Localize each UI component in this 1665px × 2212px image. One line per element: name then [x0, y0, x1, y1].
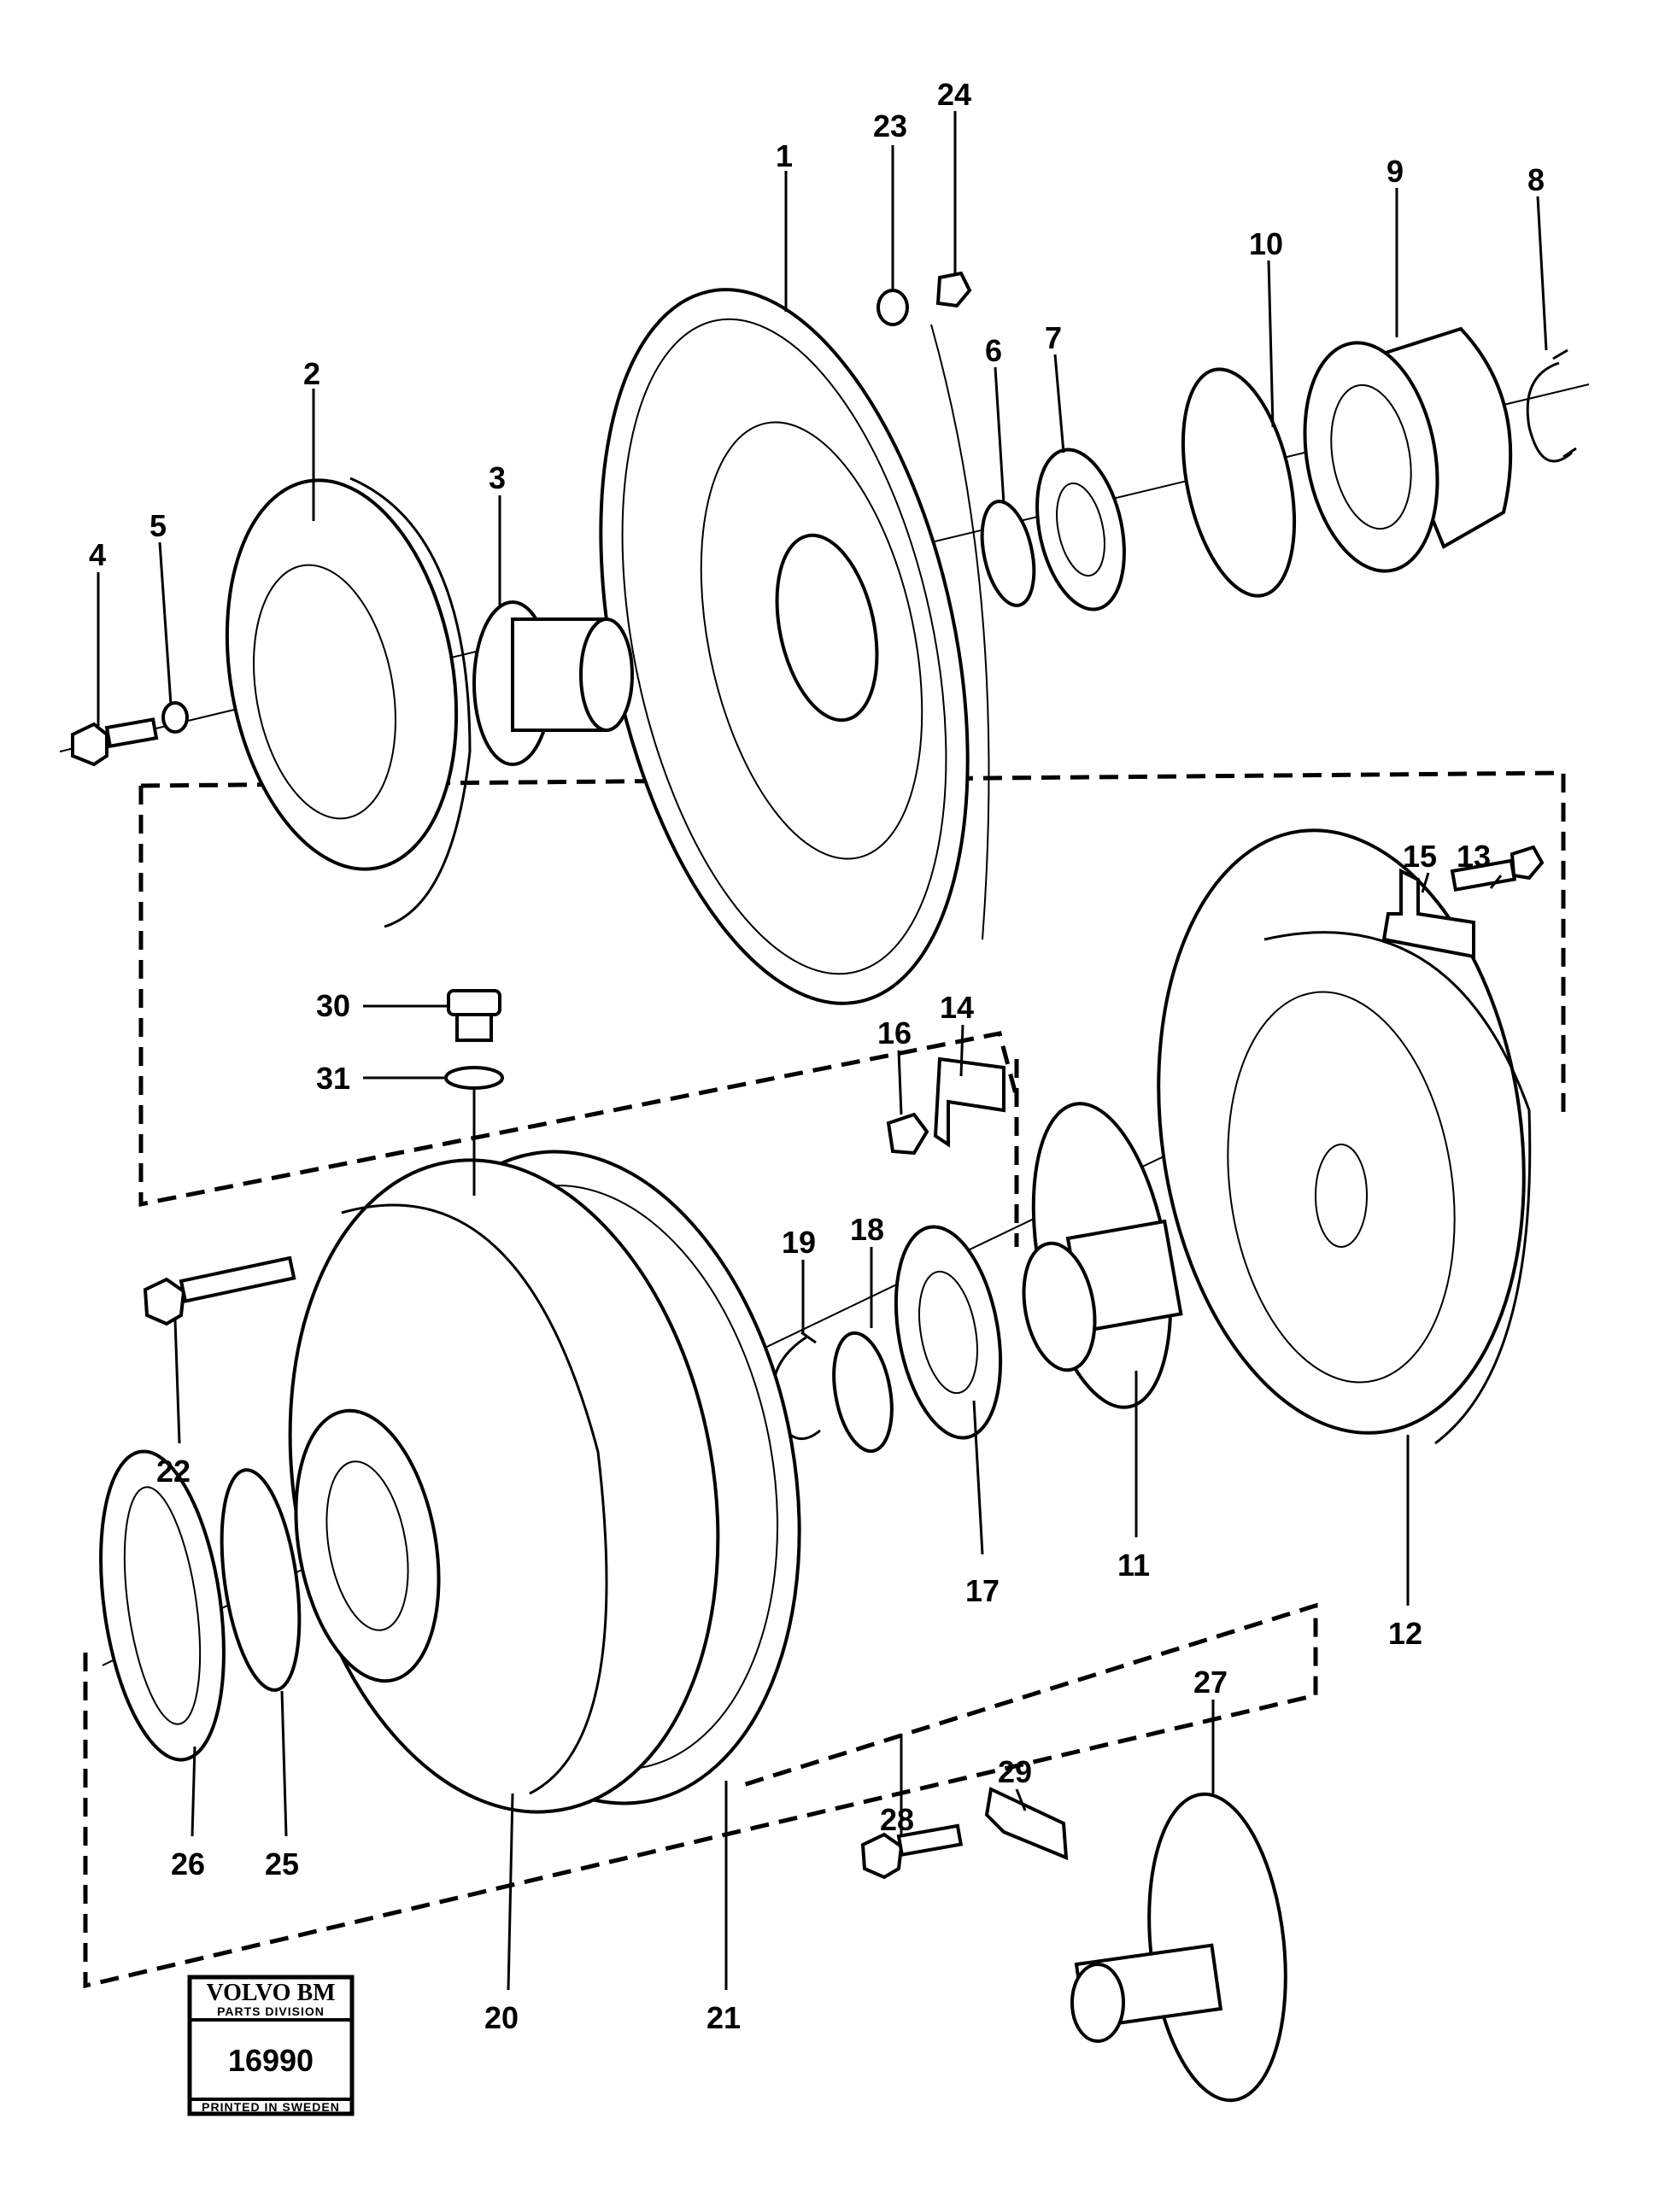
callout-8: 8 — [1527, 162, 1545, 197]
callout-21: 21 — [706, 2000, 741, 2035]
leader-lines — [97, 111, 1548, 1991]
turbine-12 — [1157, 828, 1532, 1445]
lower-group-boundary — [83, 1602, 1318, 1989]
main-housing-20 — [288, 1158, 720, 1814]
callout-7: 7 — [1045, 320, 1062, 355]
parts-stamp: VOLVO BM PARTS DIVISION 16990 PRINTED IN… — [187, 1975, 355, 2116]
gasket-26 — [99, 1449, 226, 1762]
bearing-7 — [1035, 448, 1126, 612]
ring-18 — [832, 1331, 894, 1454]
callout-18: 18 — [850, 1212, 884, 1247]
o-ring-25 — [220, 1468, 302, 1692]
bolt-22 — [143, 1255, 296, 1326]
bearing-17 — [894, 1225, 1003, 1440]
callout-12: 12 — [1388, 1616, 1422, 1651]
impeller — [225, 477, 472, 928]
plug-30 — [447, 989, 501, 1042]
stamp-number: 16990 — [228, 2043, 314, 2078]
callout-10: 10 — [1249, 226, 1283, 261]
callout-5: 5 — [149, 508, 167, 543]
output-flange-27 — [1070, 1792, 1287, 2103]
circlip-8 — [1526, 348, 1577, 463]
callout-20: 20 — [484, 2000, 519, 2035]
callout-6: 6 — [985, 333, 1002, 368]
upper-group-boundary — [138, 770, 1566, 1247]
callout-22: 22 — [156, 1454, 191, 1489]
converter-housing — [599, 288, 990, 1005]
hub-flange-11 — [1022, 1102, 1183, 1409]
callout-24: 24 — [937, 77, 971, 112]
gear-hub-9 — [1303, 326, 1513, 573]
callout-23: 23 — [873, 108, 907, 143]
washer-5 — [161, 701, 189, 734]
callout-labels: 1 2 3 4 5 6 7 8 9 10 11 12 13 14 15 16 1… — [89, 77, 1545, 2035]
callout-31: 31 — [316, 1061, 350, 1096]
callout-28: 28 — [880, 1802, 914, 1837]
hub — [472, 600, 634, 766]
callout-9: 9 — [1387, 154, 1404, 189]
callout-30: 30 — [316, 988, 350, 1023]
callout-1: 1 — [776, 138, 793, 173]
callout-15: 15 — [1403, 839, 1437, 874]
ring-6 — [980, 500, 1036, 607]
callout-27: 27 — [1193, 1665, 1228, 1700]
nut-16 — [886, 1112, 929, 1156]
callout-26: 26 — [171, 1846, 205, 1881]
bolt-13 — [1450, 845, 1545, 892]
nut-24 — [935, 271, 972, 308]
stamp-printed: PRINTED IN SWEDEN — [202, 2100, 340, 2114]
callout-13: 13 — [1457, 839, 1491, 874]
lock-plate-29 — [984, 1787, 1069, 1861]
lock-plate-14 — [933, 1056, 1005, 1148]
lock-plate-15 — [1381, 868, 1475, 959]
callout-3: 3 — [489, 460, 506, 495]
bolt-4 — [71, 717, 159, 767]
washer-31 — [444, 1066, 504, 1090]
callout-16: 16 — [877, 1015, 912, 1050]
stamp-division: PARTS DIVISION — [217, 2004, 325, 2018]
callout-25: 25 — [265, 1846, 299, 1881]
callout-2: 2 — [303, 356, 320, 391]
callout-14: 14 — [940, 990, 974, 1025]
stamp-brand: VOLVO BM — [206, 1980, 335, 2006]
callout-17: 17 — [965, 1573, 1000, 1608]
callout-11: 11 — [1117, 1548, 1150, 1583]
callout-19: 19 — [782, 1225, 816, 1260]
o-ring-10 — [1181, 367, 1297, 598]
callout-4: 4 — [89, 537, 106, 572]
callout-29: 29 — [998, 1754, 1032, 1789]
bolt-28 — [860, 1823, 964, 1880]
washer-23 — [876, 289, 909, 326]
